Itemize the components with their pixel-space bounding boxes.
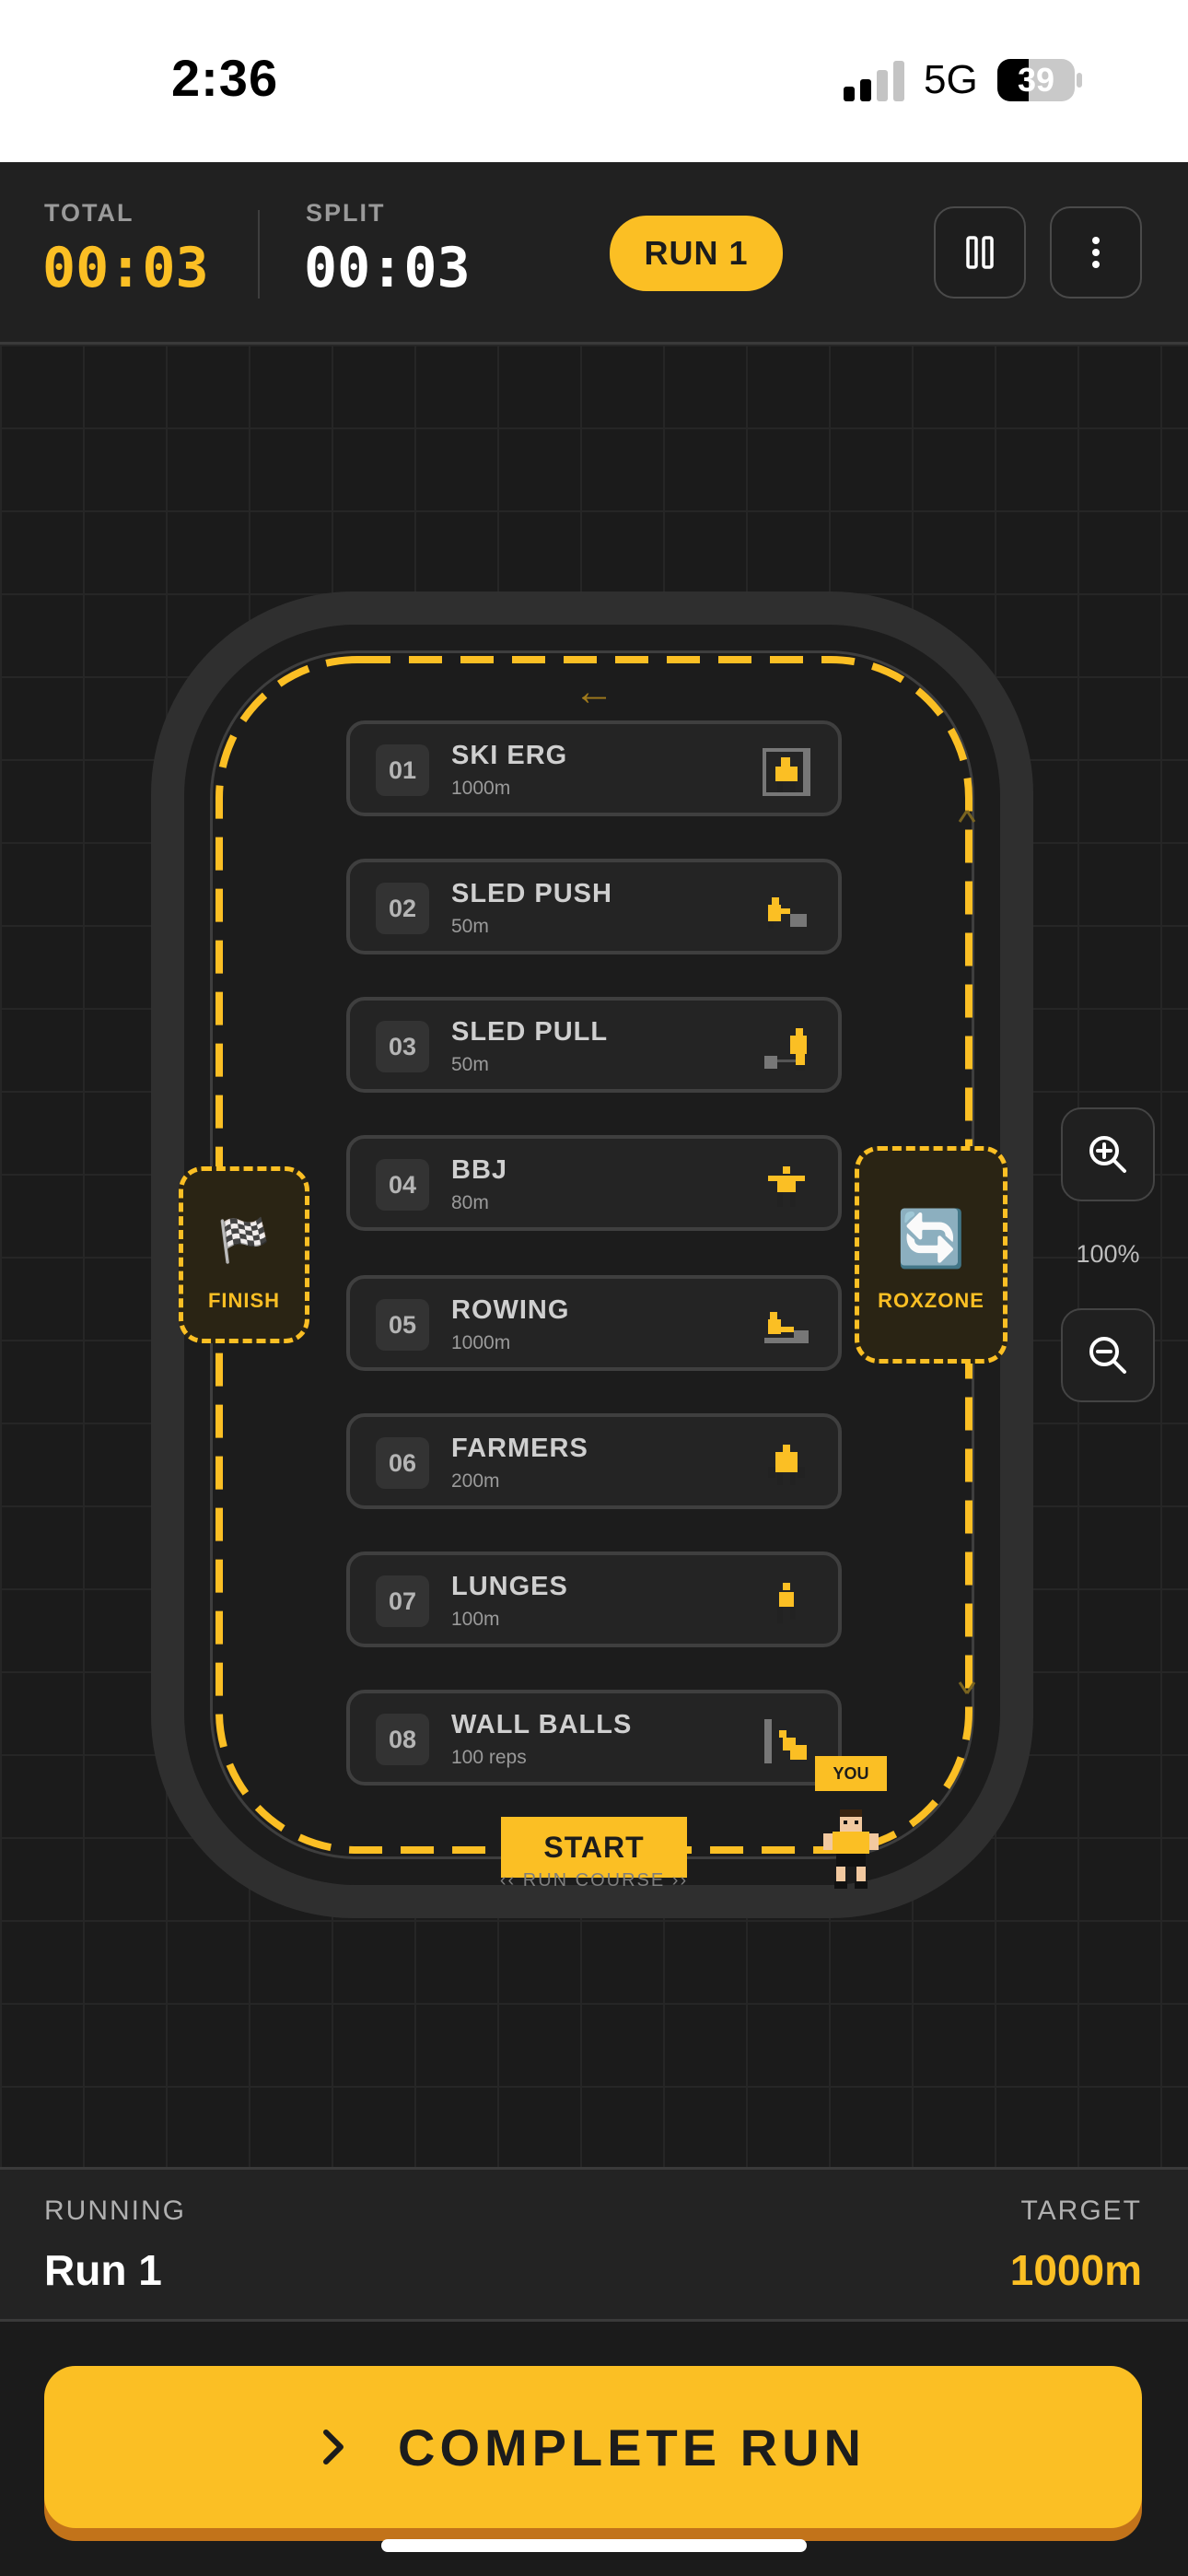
split-timer: 00:03 [304,236,471,300]
pause-icon [966,236,994,269]
more-menu-button[interactable] [1050,206,1142,299]
station-name: SKI ERG [451,741,568,770]
station-distance: 50m [451,916,489,937]
station-distance: 80m [451,1192,489,1213]
station-number: 05 [376,1299,429,1351]
status-time: 2:36 [171,49,279,107]
station-sled-push[interactable]: 02 SLED PUSH 50m [346,859,842,954]
rowing-icon [764,1312,809,1343]
network-type: 5G [924,57,978,102]
roxzone-zone[interactable]: 🔄 ROXZONE [855,1146,1007,1364]
current-segment-info: RUNNING Run 1 TARGET 1000m [0,2167,1188,2322]
you-tag: YOU [815,1756,887,1791]
station-distance: 100m [451,1609,500,1630]
station-ski-erg[interactable]: 01 SKI ERG 1000m [346,720,842,816]
complete-run-button[interactable]: COMPLETE RUN [44,2366,1142,2528]
zoom-in-icon [1089,1136,1126,1173]
station-distance: 100 reps [451,1747,527,1768]
status-bar: 2:36 5G 39 [0,0,1188,162]
station-name: SLED PUSH [451,879,612,908]
start-marker: START [501,1817,687,1878]
station-name: SLED PULL [451,1017,609,1047]
running-label: RUNNING [44,2195,186,2226]
station-number: 03 [376,1021,429,1072]
station-number: 08 [376,1714,429,1765]
station-number: 07 [376,1575,429,1627]
farmers-carry-icon [768,1445,805,1485]
station-distance: 200m [451,1470,500,1492]
target-label: TARGET [1020,2195,1142,2226]
station-distance: 50m [451,1054,489,1075]
finish-zone[interactable]: 🏁 FINISH [179,1166,309,1343]
station-number: 06 [376,1437,429,1489]
zoom-level: 100% [1076,1240,1140,1268]
lunges-icon [777,1583,796,1623]
zoom-out-button[interactable] [1061,1308,1155,1402]
more-vertical-icon [1092,237,1100,268]
chevron-right-icon [323,2430,344,2465]
wall-balls-icon [764,1719,807,1763]
station-farmers[interactable]: 06 FARMERS 200m [346,1413,842,1509]
battery-icon [997,59,1082,101]
home-indicator[interactable] [381,2539,807,2552]
station-distance: 1000m [451,1332,511,1353]
station-rowing[interactable]: 05 ROWING 1000m [346,1275,842,1371]
complete-run-label: COMPLETE RUN [398,2418,866,2476]
station-name: LUNGES [451,1572,568,1601]
station-name: WALL BALLS [451,1710,633,1739]
cellular-signal-icon [844,61,904,101]
station-sled-pull[interactable]: 03 SLED PULL 50m [346,997,842,1093]
burpee-icon [768,1166,805,1207]
running-value: Run 1 [44,2246,162,2294]
zoom-out-icon [1089,1337,1126,1374]
station-wall-balls[interactable]: 08 WALL BALLS 100 reps [346,1690,842,1786]
zoom-in-button[interactable] [1061,1107,1155,1201]
finish-label: FINISH [207,1289,281,1312]
total-timer: 00:03 [42,236,209,300]
split-label: SPLIT [306,199,386,227]
station-lunges[interactable]: 07 LUNGES 100m [346,1551,842,1647]
roxzone-label: ROXZONE [878,1289,984,1312]
sled-push-icon [768,897,807,929]
current-run-pill[interactable]: RUN 1 [610,216,783,291]
station-name: ROWING [451,1295,570,1325]
station-name: BBJ [451,1155,508,1185]
total-label: TOTAL [44,199,134,227]
sled-pull-icon [764,1028,807,1071]
header-divider [258,210,260,299]
ski-erg-icon [763,748,810,796]
station-number: 02 [376,883,429,934]
target-value: 1000m [1009,2246,1142,2294]
refresh-arrows-icon: 🔄 [896,1208,966,1270]
pause-button[interactable] [934,206,1026,299]
direction-arrow: ← [574,669,614,714]
station-number: 01 [376,744,429,796]
station-bbj[interactable]: 04 BBJ 80m [346,1135,842,1231]
station-name: FARMERS [451,1434,588,1463]
battery-level: 39 [1017,61,1055,99]
station-number: 04 [376,1159,429,1211]
station-distance: 1000m [451,778,511,799]
checkered-flag-icon: 🏁 [217,1216,271,1264]
runner-avatar-icon [823,1809,879,1889]
run-course-label: ‹‹ RUN COURSE ›› [499,1870,689,1891]
